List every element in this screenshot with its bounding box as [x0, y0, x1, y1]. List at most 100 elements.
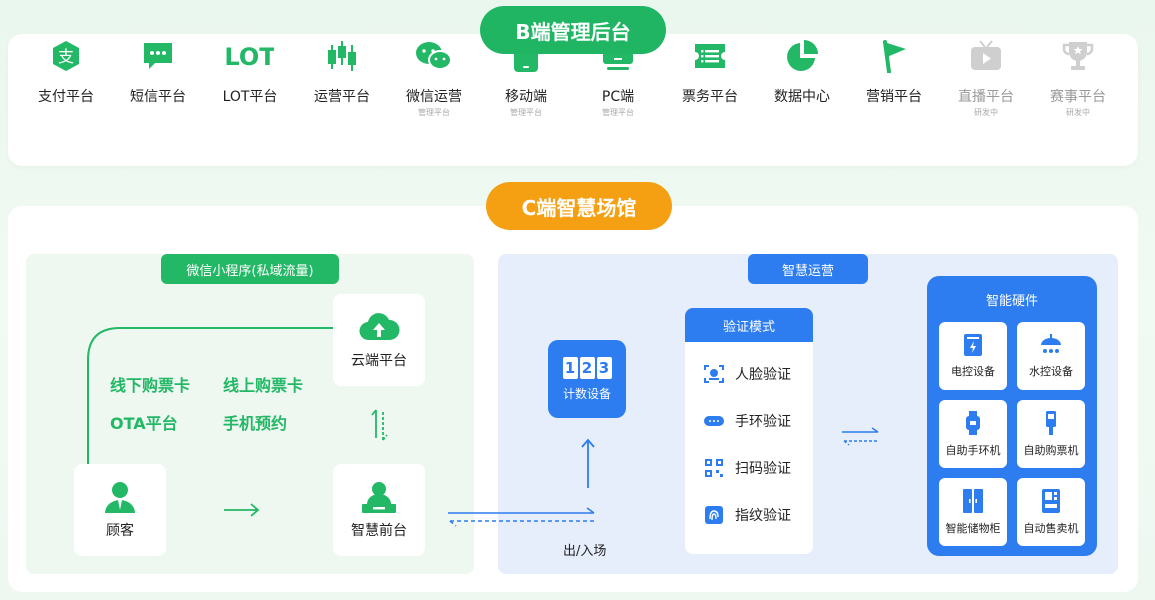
b-item-sub: 管理平台 [510, 108, 542, 117]
b-item-sub: 管理平台 [418, 108, 450, 117]
hw-water-control[interactable]: 水控设备 [1017, 322, 1085, 390]
hw-label: 自动售卖机 [1023, 522, 1079, 535]
shower-icon [1041, 334, 1061, 353]
online-card-text: 线上购票卡 [223, 376, 304, 395]
sync-arrows-icon [371, 409, 388, 441]
verify-qr-label: 扫码验证 [735, 460, 791, 477]
b-item-label: 直播平台 [958, 89, 1014, 105]
hw-ticket-machine[interactable]: 自助购票机 [1017, 400, 1085, 468]
hw-label: 智能储物柜 [945, 522, 1001, 535]
b-item-payment[interactable]: 支 支付平台 [20, 36, 112, 107]
wechat-icon [388, 36, 480, 76]
smartwatch-icon [966, 411, 980, 435]
customer-card[interactable]: 顾客 [74, 464, 166, 556]
b-item-label: PC端 [601, 89, 635, 105]
front-desk-card[interactable]: 智慧前台 [333, 464, 425, 556]
wristband-icon [703, 410, 725, 432]
b-item-live[interactable]: 直播平台 研发中 [940, 36, 1032, 118]
b-item-label: 营销平台 [866, 89, 922, 105]
b-item-marketing[interactable]: 营销平台 [848, 36, 940, 107]
b-item-lot[interactable]: LOT LOT平台 [204, 36, 296, 107]
verify-fingerprint[interactable]: 指纹验证 [685, 491, 813, 538]
verify-mode-panel: 验证模式 人脸验证 手环验证 扫码验证 指纹验证 [685, 308, 813, 554]
verify-face-label: 人脸验证 [735, 366, 791, 383]
counter-digit: 1 [562, 356, 578, 379]
front-desk-label: 智慧前台 [351, 523, 407, 539]
svg-text:LOT: LOT [226, 43, 274, 71]
vending-machine-icon [1042, 489, 1060, 513]
b-item-label: 短信平台 [130, 89, 186, 105]
cloud-upload-icon [359, 313, 400, 341]
verify-fingerprint-label: 指纹验证 [735, 507, 791, 524]
ticket-kiosk-icon [1046, 411, 1056, 435]
verify-face[interactable]: 人脸验证 [685, 350, 813, 397]
operations-tab[interactable]: 智慧运营 [748, 254, 868, 284]
candlestick-icon [296, 36, 388, 76]
c-section-title: C端智慧场馆 [486, 182, 672, 230]
b-item-label: 运营平台 [314, 89, 370, 105]
trophy-icon [1032, 36, 1124, 76]
alipay-icon: 支 [20, 36, 112, 76]
electric-panel-icon [964, 334, 982, 356]
hw-label: 水控设备 [1029, 365, 1073, 378]
verify-band-label: 手环验证 [735, 413, 791, 430]
hw-locker[interactable]: 智能储物柜 [939, 478, 1007, 546]
cloud-platform-label: 云端平台 [351, 353, 407, 369]
b-item-label: LOT平台 [222, 89, 278, 105]
exchange-arrows-icon [842, 427, 879, 446]
offline-card-text: 线下购票卡 [110, 376, 191, 395]
mobile-booking-text: 手机预约 [223, 414, 288, 433]
lot-icon: LOT [204, 36, 296, 76]
b-item-data[interactable]: 数据中心 [756, 36, 848, 107]
svg-text:支: 支 [58, 47, 74, 66]
b-item-label: 微信运营 [406, 89, 462, 105]
fingerprint-icon [703, 504, 725, 526]
counter-label: 计数设备 [562, 386, 611, 401]
b-section-title: B端管理后台 [480, 6, 666, 54]
b-item-sms[interactable]: 短信平台 [112, 36, 204, 107]
ticket-icon [664, 36, 756, 76]
smart-hardware-panel: 智能硬件 电控设备 水控设备 自助手环机 自助购票机 智能储物柜 自动售卖机 [927, 276, 1097, 556]
user-icon [105, 482, 135, 513]
arrow-up-icon [581, 438, 595, 488]
miniprogram-connector [87, 327, 335, 465]
b-item-sub: 研发中 [974, 108, 998, 117]
b-panel [8, 34, 1138, 166]
exchange-arrows-icon [448, 507, 595, 527]
pie-chart-icon [756, 36, 848, 76]
b-item-ticket[interactable]: 票务平台 [664, 36, 756, 107]
sms-icon [112, 36, 204, 76]
customer-label: 顾客 [106, 523, 134, 539]
smart-hardware-title: 智能硬件 [985, 294, 1038, 309]
b-item-wechat[interactable]: 微信运营 管理平台 [388, 36, 480, 118]
arrow-right-icon [224, 503, 260, 517]
face-scan-icon [703, 363, 725, 385]
locker-icon [963, 489, 983, 513]
flag-icon [848, 36, 940, 76]
miniprogram-tab[interactable]: 微信小程序(私域流量) [161, 254, 339, 284]
hw-band-machine[interactable]: 自助手环机 [939, 400, 1007, 468]
b-item-label: 支付平台 [38, 89, 94, 105]
hw-label: 电控设备 [951, 365, 995, 378]
verify-band[interactable]: 手环验证 [685, 397, 813, 444]
hw-label: 自助购票机 [1023, 444, 1079, 457]
b-item-label: 数据中心 [774, 89, 830, 105]
ota-text: OTA平台 [110, 414, 178, 433]
cloud-platform-card[interactable]: 云端平台 [333, 294, 425, 386]
b-item-sub: 管理平台 [602, 108, 634, 117]
hw-electric-control[interactable]: 电控设备 [939, 322, 1007, 390]
tv-icon [940, 36, 1032, 76]
b-item-label: 赛事平台 [1050, 89, 1106, 105]
counter-digit: 2 [579, 356, 595, 379]
verify-mode-title: 验证模式 [685, 308, 813, 342]
b-item-sub: 研发中 [1066, 108, 1090, 117]
b-item-label: 票务平台 [682, 89, 738, 105]
b-item-ops[interactable]: 运营平台 [296, 36, 388, 107]
hw-label: 自助手环机 [945, 444, 1001, 457]
b-item-label: 移动端 [505, 89, 547, 105]
verify-qr[interactable]: 扫码验证 [685, 444, 813, 491]
hw-vending-machine[interactable]: 自动售卖机 [1017, 478, 1085, 546]
b-item-match[interactable]: 赛事平台 研发中 [1032, 36, 1124, 118]
